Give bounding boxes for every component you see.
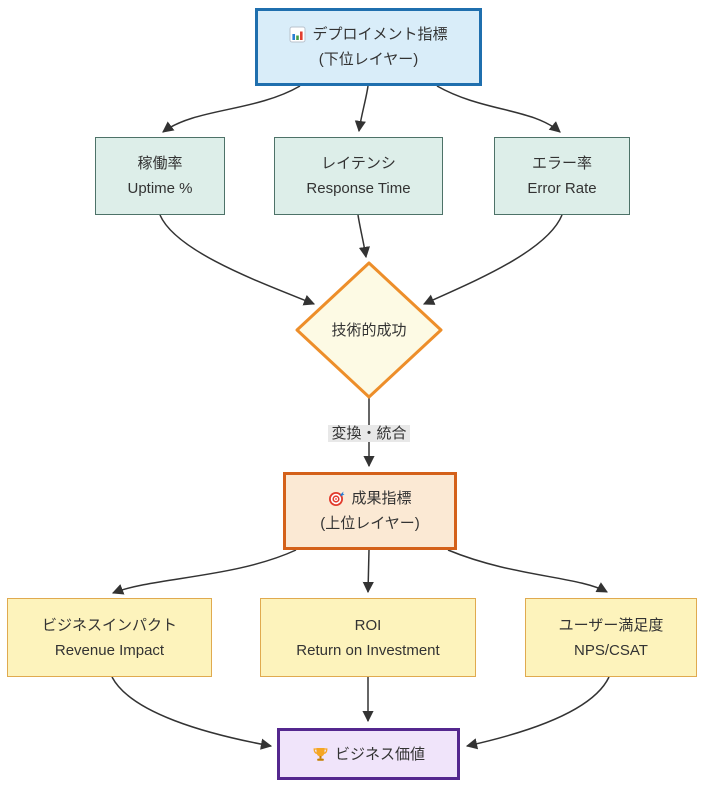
node-roi-line1: ROI bbox=[354, 616, 382, 634]
edge-outcome-to-revenue-impact bbox=[111, 549, 297, 595]
node-uptime-line1: 稼働率 bbox=[137, 155, 183, 172]
node-latency: レイテンシ Response Time bbox=[274, 137, 443, 215]
node-technical-success-shape bbox=[295, 261, 443, 399]
node-outcome-metrics-line1: 成果指標 bbox=[351, 490, 412, 507]
node-outcome-metrics: 成果指標 (上位レイヤー) bbox=[283, 472, 457, 550]
edge-user-satisfaction-to-business-value bbox=[465, 676, 610, 750]
edge-outcome-to-user-satisfaction bbox=[447, 549, 608, 593]
edge-error-rate-to-technical-success bbox=[422, 214, 563, 305]
node-roi: ROI Return on Investment bbox=[260, 598, 476, 677]
node-uptime-line2: Uptime % bbox=[127, 180, 193, 197]
node-user-satisfaction: ユーザー満足度 NPS/CSAT bbox=[525, 598, 697, 677]
edge-deployment-to-uptime bbox=[162, 85, 301, 133]
node-error-rate: エラー率 Error Rate bbox=[494, 137, 630, 215]
edge-revenue-impact-to-business-value bbox=[111, 676, 273, 750]
edge-label-transform: 変換・統合 bbox=[285, 422, 453, 445]
node-revenue-impact-line1: ビジネスインパクト bbox=[41, 616, 177, 634]
node-roi-line2: Return on Investment bbox=[296, 641, 440, 659]
node-deployment-metrics-line1: デプロイメント指標 bbox=[312, 26, 448, 43]
node-user-satisfaction-line2: NPS/CSAT bbox=[574, 641, 648, 659]
node-revenue-impact-line2: Revenue Impact bbox=[54, 641, 165, 659]
edge-latency-to-technical-success bbox=[357, 214, 371, 259]
node-technical-success-label: 技術的成功 bbox=[331, 322, 407, 339]
edge-deployment-to-latency bbox=[354, 85, 369, 133]
node-latency-line2: Response Time bbox=[306, 180, 411, 197]
edge-outcome-to-roi bbox=[362, 549, 374, 594]
node-deployment-metrics: デプロイメント指標 (下位レイヤー) bbox=[255, 8, 482, 86]
node-revenue-impact: ビジネスインパクト Revenue Impact bbox=[7, 598, 212, 677]
node-error-rate-line2: Error Rate bbox=[527, 180, 597, 197]
target-icon bbox=[328, 490, 345, 507]
node-business-value-label: ビジネス価値 bbox=[334, 745, 425, 763]
node-error-rate-line1: エラー率 bbox=[531, 155, 592, 172]
node-latency-line1: レイテンシ bbox=[321, 155, 396, 172]
edge-uptime-to-technical-success bbox=[159, 214, 316, 306]
trophy-icon bbox=[312, 746, 329, 763]
bar-chart-icon bbox=[289, 26, 306, 43]
edge-deployment-to-error-rate bbox=[436, 85, 561, 133]
node-uptime: 稼働率 Uptime % bbox=[95, 137, 225, 215]
node-deployment-metrics-line2: (下位レイヤー) bbox=[318, 51, 419, 68]
node-user-satisfaction-line1: ユーザー満足度 bbox=[558, 616, 664, 634]
node-business-value: ビジネス価値 bbox=[277, 728, 460, 780]
node-outcome-metrics-line2: (上位レイヤー) bbox=[320, 515, 420, 532]
